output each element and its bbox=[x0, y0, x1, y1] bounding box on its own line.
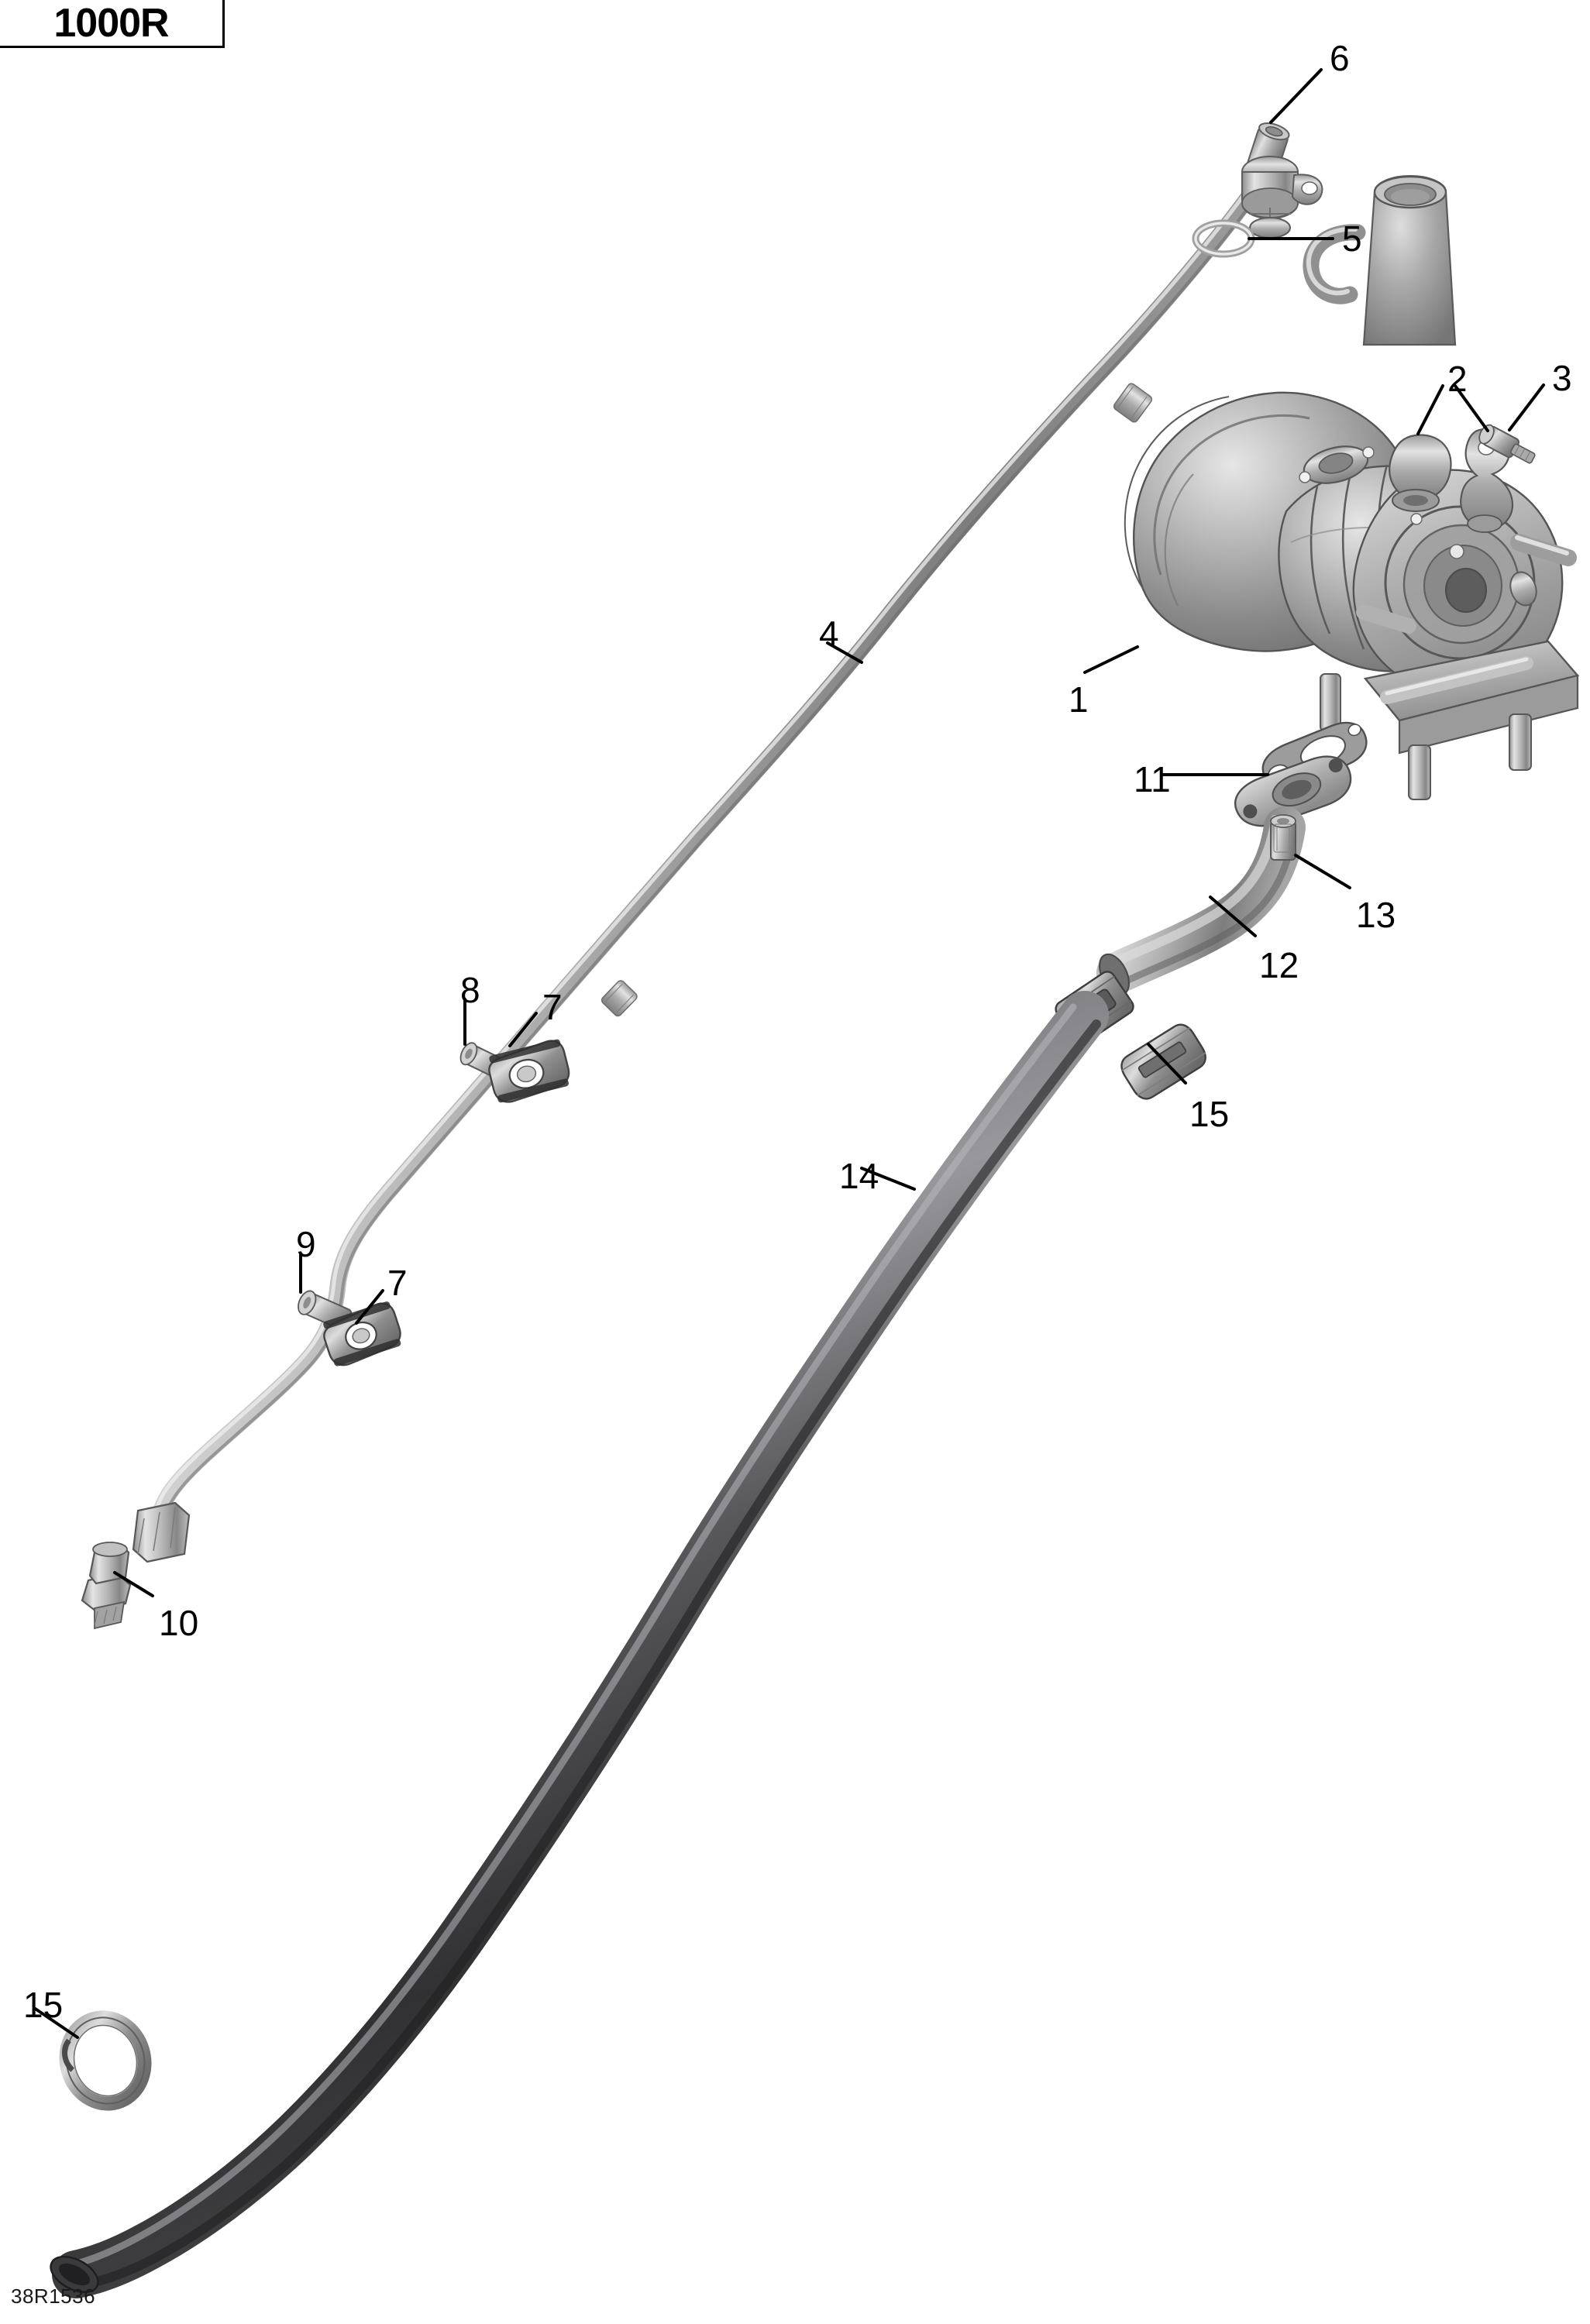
line-sleeve-upper bbox=[1113, 383, 1153, 423]
hose-clamp-part-15-lower bbox=[59, 2010, 152, 2111]
oil-drain-hose-body bbox=[52, 991, 1109, 2298]
leader-line-flange-bolt-top bbox=[1269, 68, 1323, 124]
callout-hose-clamp-lower: 15 bbox=[23, 1985, 64, 2025]
callout-screw-drain: 13 bbox=[1356, 895, 1396, 935]
leader-line-oil-drain-hose bbox=[860, 1167, 916, 1191]
leader-line-screw bbox=[1508, 383, 1545, 431]
adapter-fitting-part-10 bbox=[81, 1542, 132, 1630]
callout-oil-feed-line: 4 bbox=[819, 614, 839, 654]
vacuum-fitting-part-2 bbox=[1389, 428, 1514, 533]
screw-part-13 bbox=[1270, 814, 1296, 861]
leader-line-banjo-fitting-upper bbox=[508, 1012, 538, 1047]
oil-drain-tube-body bbox=[1096, 806, 1306, 994]
callout-oil-drain-tube: 12 bbox=[1259, 945, 1299, 985]
callout-vacuum-fitting-pair: 2 bbox=[1447, 359, 1468, 399]
model-title-badge: 1000R bbox=[0, 0, 225, 48]
callout-bolt-lower: 9 bbox=[296, 1224, 316, 1264]
turbo-turbine-housing bbox=[1352, 469, 1577, 693]
turbo-inlet-neck bbox=[1362, 174, 1457, 346]
banjo-head-upper bbox=[1241, 156, 1323, 239]
callout-turbocharger: 1 bbox=[1069, 679, 1089, 720]
oil-feed-line-highlight bbox=[155, 177, 1258, 1510]
leader-line-turbocharger bbox=[1083, 645, 1139, 674]
callout-oil-drain-hose: 14 bbox=[839, 1156, 879, 1196]
leader-line-screw-drain bbox=[1294, 854, 1351, 889]
turbo-mounting-bracket bbox=[1320, 640, 1580, 800]
oil-feed-line-tube bbox=[153, 174, 1268, 1519]
leader-line-vacuum-fitting-pair bbox=[1416, 384, 1444, 435]
callout-screw: 3 bbox=[1552, 358, 1572, 398]
callout-flange-bolt-top: 6 bbox=[1330, 38, 1350, 78]
leader-line-oil-drain-tube bbox=[1209, 896, 1257, 937]
callout-banjo-fitting-upper: 7 bbox=[542, 987, 563, 1027]
line-sleeve-mid bbox=[601, 980, 638, 1017]
leader-line-vacuum-fitting-pair bbox=[1454, 384, 1489, 432]
callout-adapter-fitting: 10 bbox=[159, 1603, 199, 1643]
callout-banjo-fitting-lower: 7 bbox=[387, 1263, 408, 1303]
callout-gasket: 11 bbox=[1134, 759, 1171, 799]
oil-drain-tube-part-12 bbox=[1096, 755, 1352, 996]
turbo-oil-feed-boss bbox=[1299, 445, 1375, 484]
leader-line-adapter-fitting bbox=[113, 1571, 154, 1597]
leader-line-oil-feed-line bbox=[826, 641, 863, 664]
leader-line-hose-clamp-lower bbox=[33, 2006, 79, 2039]
feed-line-end-fitting bbox=[132, 1501, 191, 1563]
screw-part-3 bbox=[1478, 424, 1536, 464]
banjo-fitting-part-7-upper bbox=[488, 1039, 570, 1103]
leader-line-hose-clamp-upper bbox=[1147, 1043, 1187, 1085]
oil-feed-line-assembly bbox=[153, 174, 1268, 1519]
sheet-code-text: 38R1536 bbox=[11, 2284, 96, 2308]
banjo-fitting-part-7-lower bbox=[323, 1301, 401, 1367]
oil-feed-line-shadow bbox=[164, 184, 1265, 1516]
callout-o-ring: 5 bbox=[1342, 218, 1362, 259]
leader-line-banjo-fitting-lower bbox=[355, 1289, 384, 1325]
callout-hose-clamp-upper: 15 bbox=[1189, 1094, 1230, 1134]
model-title-text: 1000R bbox=[53, 0, 169, 46]
oil-drain-hose-part-14 bbox=[50, 991, 1109, 2298]
turbocharger-part-1 bbox=[1124, 174, 1580, 800]
callout-leader-lines bbox=[33, 68, 1545, 2039]
callout-bolt-upper: 8 bbox=[460, 970, 480, 1010]
